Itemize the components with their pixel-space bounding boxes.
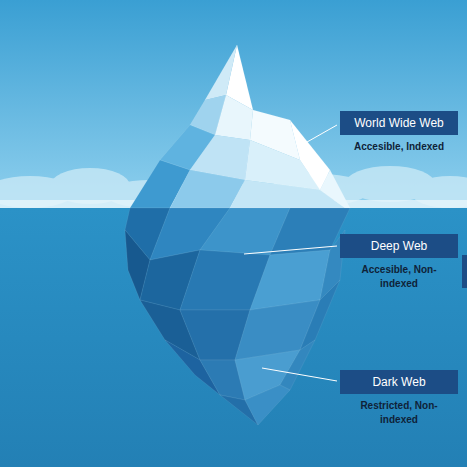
edge-tab [462,255,467,288]
sea [0,208,467,467]
sky [0,0,467,208]
label-box: Dark WebRestricted, Non-indexed [340,370,458,426]
leader-lines [244,125,337,381]
label-box: Deep WebAccesible, Non-indexed [340,234,458,290]
layer-title: Deep Web [340,234,458,258]
layer-title: World Wide Web [340,111,458,135]
layer-description: Restricted, Non-indexed [359,399,439,426]
label-box: World Wide WebAccesible, Indexed [340,111,458,154]
iceberg [125,45,350,425]
layer-title: Dark Web [340,370,458,394]
layer-description: Accesible, Non-indexed [359,263,439,290]
layer-description: Accesible, Indexed [343,140,455,154]
